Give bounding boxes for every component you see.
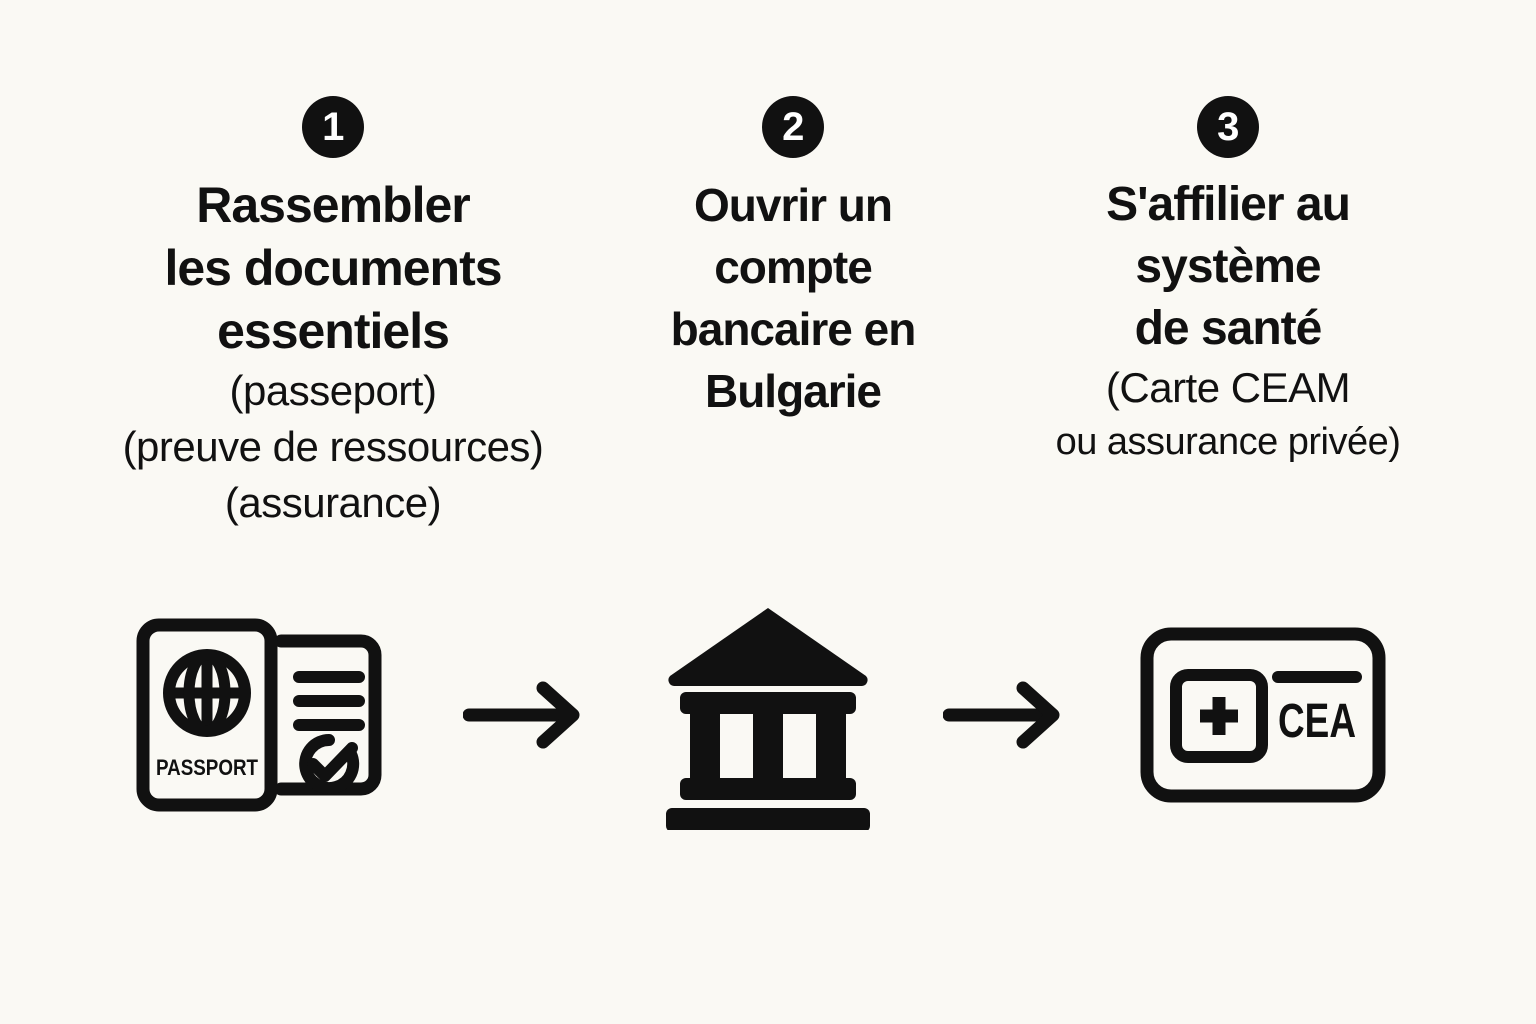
step-column-3: 3 S'affilier au système de santé (Carte … (993, 96, 1463, 468)
bank-column-3 (816, 714, 846, 778)
step-number-badge-3: 3 (1197, 96, 1259, 158)
icon-slot-health-card: CEA (1083, 625, 1443, 805)
step-heading-3: S'affilier au système de santé (1106, 178, 1351, 355)
check-circle-ring (299, 734, 360, 794)
icon-row: PASSPORT (0, 590, 1536, 840)
health-card-icon: CEA (1140, 627, 1386, 803)
document-sheet-outline (274, 634, 382, 796)
card-text-ceam: CEA (1278, 695, 1356, 748)
step-subline-1-1: (passeport) (229, 367, 437, 414)
step-column-2: 2 Ouvrir un compte bancaire en Bulgarie (593, 96, 993, 422)
step-number-badge-2: 2 (762, 96, 824, 158)
step-subline-1-2: (preuve de ressources) (122, 423, 544, 470)
icon-slot-passport: PASSPORT (93, 615, 453, 815)
step-heading-1: Rassembler les documents essentiels (164, 177, 502, 359)
plus-icon (1200, 697, 1238, 735)
step-subline-3-1: (Carte CEAM (1105, 364, 1351, 411)
passport-label: PASSPORT (156, 755, 258, 780)
step-number-badge-1: 1 (302, 96, 364, 158)
bank-base (666, 808, 870, 830)
step-subline-1-3: (assurance) (224, 479, 442, 526)
bank-building-icon (666, 608, 870, 830)
bank-lintel (680, 692, 856, 714)
passport-document-icon: PASSPORT (136, 618, 382, 812)
step-subline-3-2: ou assurance privée) (1055, 421, 1401, 463)
connector-arrow-2 (933, 680, 1083, 750)
step-heading-2: Ouvrir un compte bancaire en Bulgarie (670, 179, 917, 417)
right-arrow-icon (943, 681, 1060, 749)
bank-roof (668, 608, 868, 686)
icon-slot-bank (603, 600, 933, 830)
card-outline (1140, 627, 1386, 803)
bank-column-1 (690, 714, 720, 778)
right-arrow-icon (463, 681, 580, 749)
steps-row: 1 Rassembler les documents essentiels (p… (0, 96, 1536, 531)
plus-square-outline (1170, 669, 1268, 763)
connector-arrow-1 (453, 680, 603, 750)
step-column-1: 1 Rassembler les documents essentiels (p… (73, 96, 593, 531)
globe-icon (163, 649, 251, 737)
bank-column-2 (753, 714, 783, 778)
checkmark-icon (307, 742, 358, 782)
bank-plinth (680, 778, 856, 800)
